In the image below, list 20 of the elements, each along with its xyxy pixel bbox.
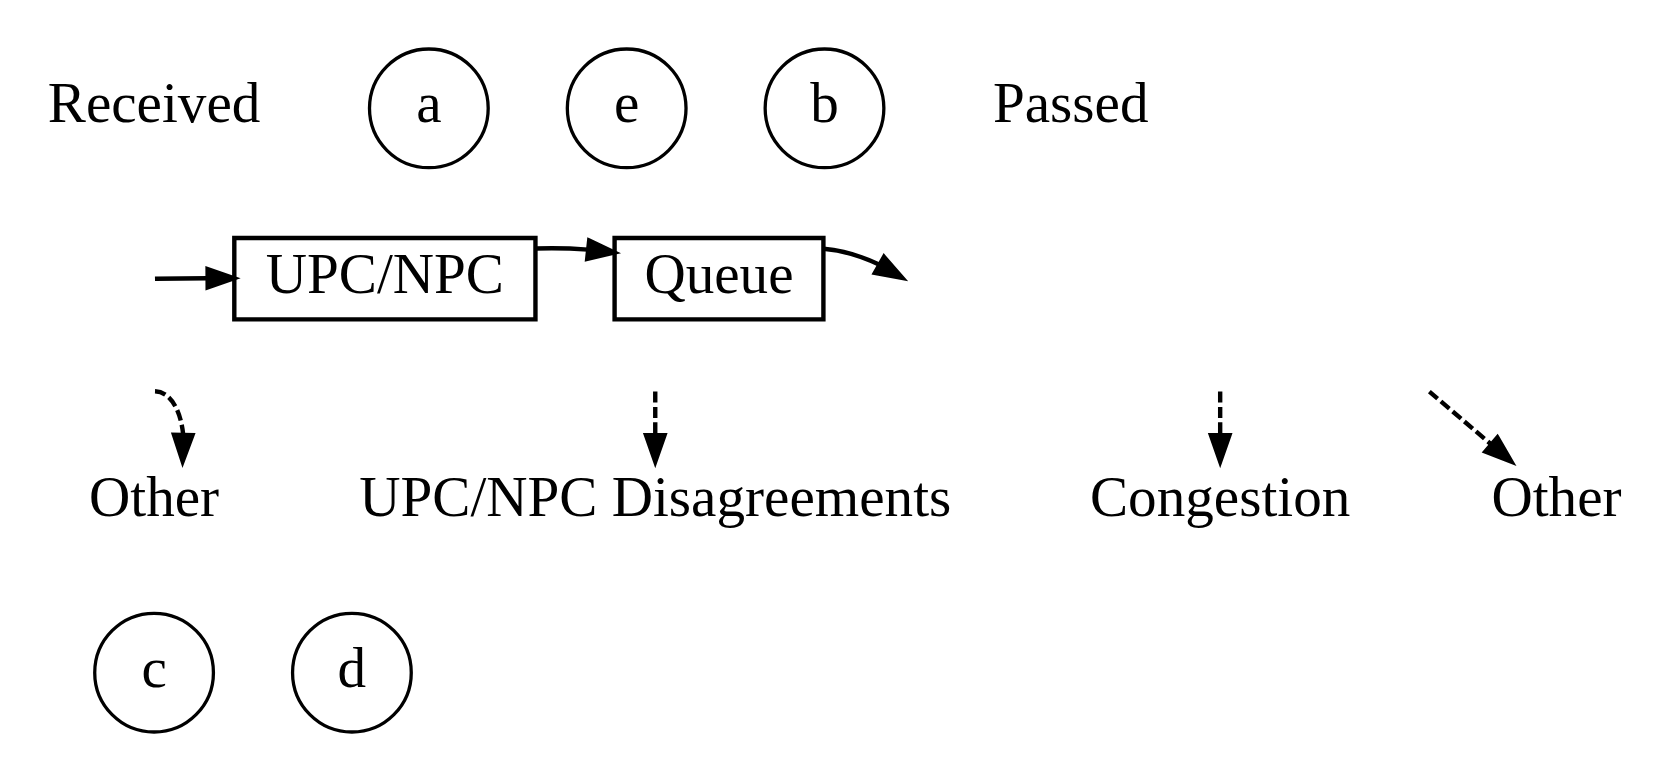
arrow (1427, 389, 1516, 466)
node-circle: d (290, 611, 413, 734)
arrow (535, 236, 621, 262)
node-circle: a (367, 46, 490, 169)
arrow (154, 388, 196, 468)
node-text: UPC/NPC Disagreements (358, 464, 951, 528)
arrow (154, 265, 241, 291)
node-circle: c (92, 611, 215, 734)
label: Passed (992, 70, 1148, 134)
node-text: Other (1490, 464, 1622, 528)
arrow (1207, 391, 1232, 468)
node-text: Congestion (1089, 464, 1350, 528)
node-circle: e (565, 46, 688, 169)
node-box: Queue (611, 235, 826, 322)
label: Received (47, 70, 260, 134)
arrow (822, 246, 908, 281)
node-text: Other (88, 464, 219, 528)
arrow (642, 391, 668, 468)
node-box: UPC/NPC (231, 235, 538, 322)
node-circle: b (763, 46, 885, 169)
